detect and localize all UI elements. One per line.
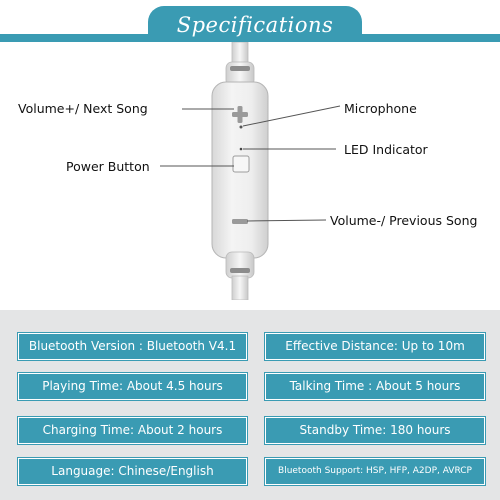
spec-bluetooth-version: Bluetooth Version : Bluetooth V4.1 xyxy=(18,333,247,360)
remote-control-illustration xyxy=(160,41,341,301)
callout-power-button: Power Button xyxy=(66,159,150,174)
spec-charging-time: Charging Time: About 2 hours xyxy=(18,417,247,444)
leader-volume-down xyxy=(246,219,327,222)
strain-relief-bottom xyxy=(225,251,255,279)
spec-language: Language: Chinese/English xyxy=(18,458,247,485)
cable-top xyxy=(231,41,249,65)
microphone-hole xyxy=(239,125,243,129)
spec-talking-time: Talking Time : About 5 hours xyxy=(265,373,485,400)
leader-microphone xyxy=(242,105,341,127)
product-photo xyxy=(0,41,500,301)
minus-icon xyxy=(232,219,248,224)
spec-playing-time: Playing Time: About 4.5 hours xyxy=(18,373,247,400)
callout-microphone: Microphone xyxy=(344,101,417,116)
page-title: Specifications xyxy=(148,6,362,42)
power-button-shape xyxy=(232,155,250,173)
plus-icon xyxy=(232,106,248,123)
spec-panel: Bluetooth Version : Bluetooth V4.1 Effec… xyxy=(0,310,500,500)
spec-effective-distance: Effective Distance: Up to 10m xyxy=(265,333,485,360)
callout-volume-up: Volume+/ Next Song xyxy=(18,101,148,116)
led-dot xyxy=(239,147,243,151)
spec-standby-time: Standby Time: 180 hours xyxy=(265,417,485,444)
callout-volume-down: Volume-/ Previous Song xyxy=(330,213,478,228)
spec-bluetooth-support: Bluetooth Support: HSP, HFP, A2DP, AVRCP xyxy=(265,458,485,485)
callout-led-indicator: LED Indicator xyxy=(344,142,428,157)
cable-bottom xyxy=(231,275,249,301)
